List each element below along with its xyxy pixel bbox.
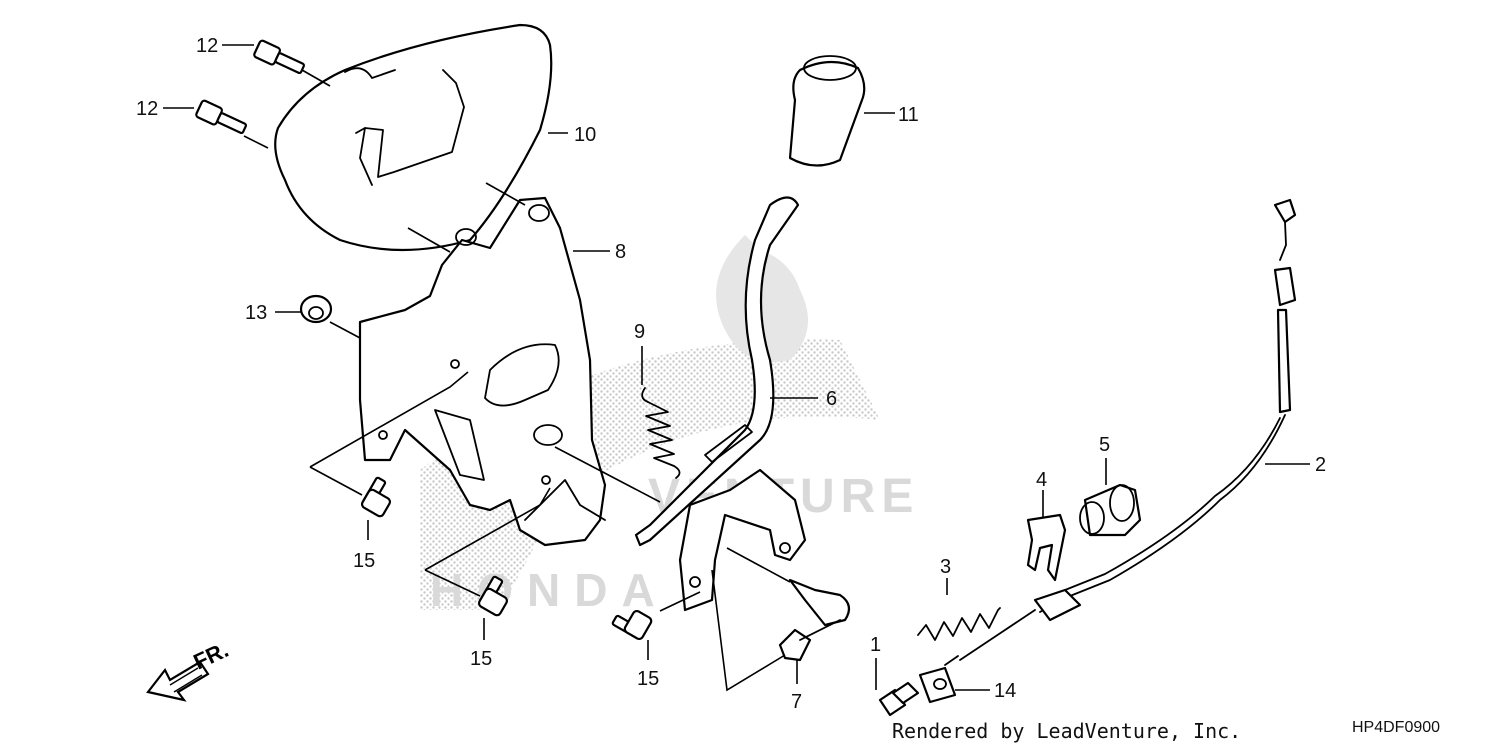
callout-15-right: 15 bbox=[637, 668, 659, 690]
spring-3 bbox=[917, 607, 1001, 641]
callout-7: 7 bbox=[791, 691, 802, 713]
bolt-12-lower bbox=[195, 99, 247, 135]
callout-labels: 12 12 10 11 8 13 9 6 5 2 4 15 3 1 15 15 … bbox=[136, 35, 1326, 713]
callout-1: 1 bbox=[870, 634, 881, 656]
grommet-5 bbox=[1079, 483, 1142, 537]
spring-9 bbox=[641, 387, 681, 479]
nut-14 bbox=[918, 666, 957, 704]
callout-9: 9 bbox=[634, 321, 645, 343]
callout-14: 14 bbox=[994, 680, 1016, 702]
callout-8: 8 bbox=[615, 241, 626, 263]
callout-12-lower: 12 bbox=[136, 98, 158, 120]
callout-2: 2 bbox=[1315, 454, 1326, 476]
clip-4 bbox=[1026, 513, 1067, 582]
pin-1 bbox=[878, 681, 920, 717]
callout-15-center: 15 bbox=[470, 648, 492, 670]
bolt-12-upper bbox=[253, 39, 305, 75]
bolt-15-right bbox=[611, 609, 653, 641]
shift-bracket bbox=[358, 196, 607, 547]
shift-knob bbox=[788, 55, 866, 167]
bolt-15-left bbox=[360, 476, 392, 518]
callout-5: 5 bbox=[1099, 434, 1110, 456]
nut-13 bbox=[299, 294, 333, 324]
shift-guide-cover bbox=[274, 23, 553, 252]
callout-13: 13 bbox=[245, 302, 267, 324]
callout-3: 3 bbox=[940, 556, 951, 578]
joint-7 bbox=[778, 578, 851, 662]
leader-lines bbox=[163, 44, 1310, 692]
diagram-code: HP4DF0900 bbox=[1352, 719, 1441, 736]
front-direction-arrow: FR. bbox=[146, 637, 232, 702]
callout-10: 10 bbox=[574, 124, 596, 146]
callout-12-upper: 12 bbox=[196, 35, 218, 57]
control-cable bbox=[944, 198, 1297, 666]
callout-11: 11 bbox=[898, 104, 919, 126]
bolt-15-center bbox=[477, 575, 509, 617]
shift-lever bbox=[634, 196, 807, 612]
render-credit: Rendered by LeadVenture, Inc. bbox=[892, 719, 1242, 743]
callout-4: 4 bbox=[1036, 469, 1047, 491]
callout-15-left: 15 bbox=[353, 550, 375, 572]
callout-6: 6 bbox=[826, 388, 837, 410]
